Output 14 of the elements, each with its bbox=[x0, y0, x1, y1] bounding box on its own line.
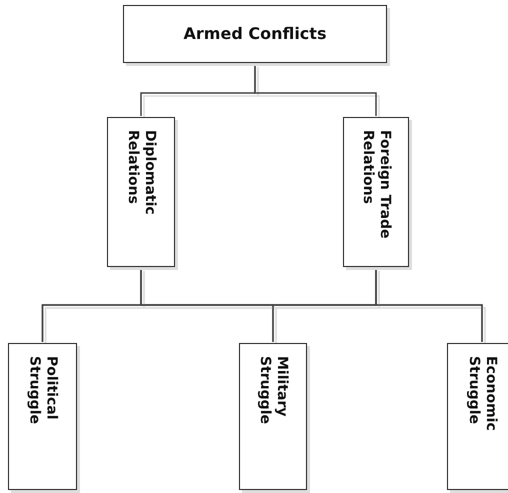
node-label: Economic Struggle bbox=[465, 356, 499, 433]
node-label: Diplomatic Relations bbox=[124, 130, 158, 217]
connector-line bbox=[375, 268, 486, 345]
connector-line bbox=[254, 64, 380, 119]
node-box bbox=[447, 343, 508, 490]
node-label: Political Struggle bbox=[26, 356, 60, 426]
node-box bbox=[343, 117, 409, 267]
node-box bbox=[8, 343, 77, 490]
node-box bbox=[107, 117, 175, 267]
node-box bbox=[123, 5, 387, 63]
node-box bbox=[239, 343, 307, 490]
node-label: Foreign Trade Relations bbox=[359, 130, 393, 241]
node-label: Armed Conflicts bbox=[184, 24, 326, 44]
node-label: Military Struggle bbox=[256, 356, 290, 426]
